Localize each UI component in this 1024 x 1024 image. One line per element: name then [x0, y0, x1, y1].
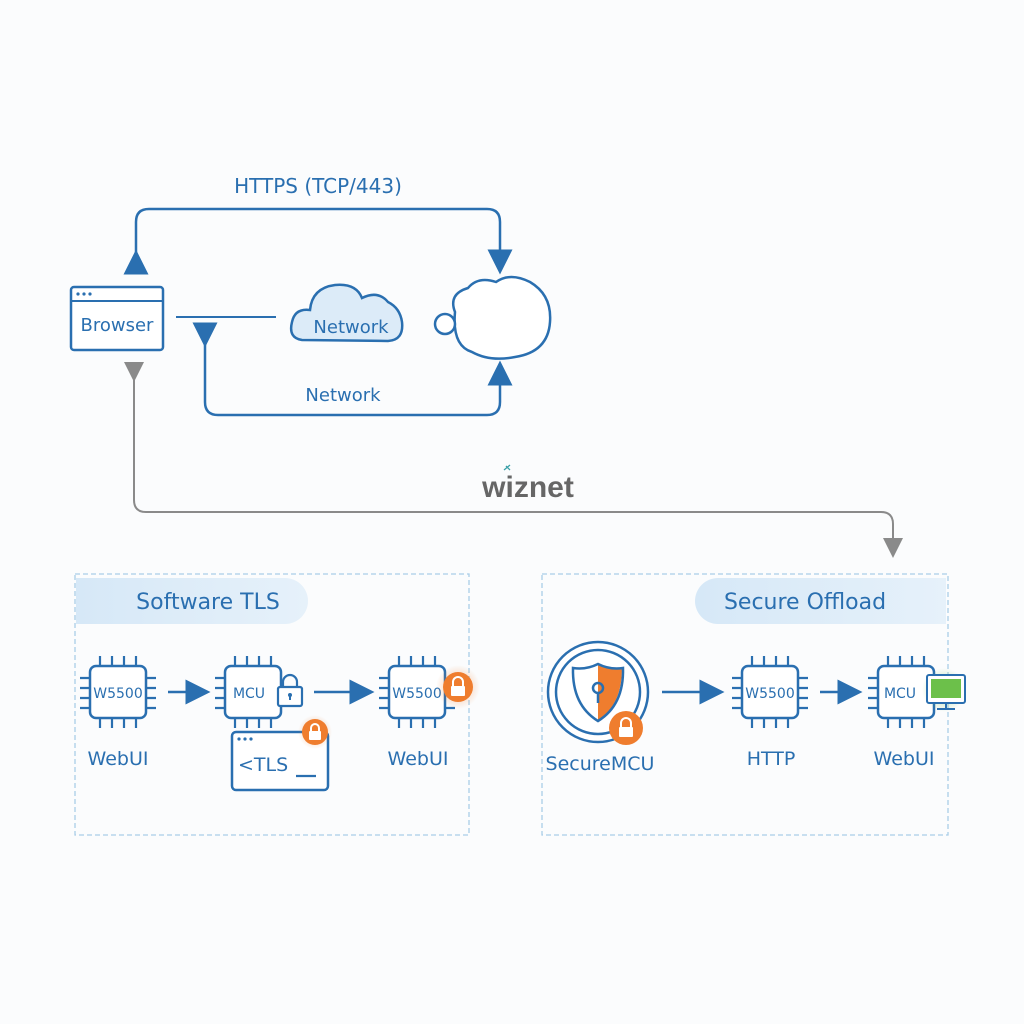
chip-caption: WebUI [874, 748, 935, 770]
network-cloud: Network [289, 283, 404, 343]
orange-lock-badge-icon [298, 715, 332, 749]
lock-icon [276, 673, 304, 708]
browser-label: Browser [81, 315, 155, 336]
panel-title-pill [76, 578, 308, 624]
panel-title: Software TLS [136, 590, 280, 615]
orange-lock-badge-icon [609, 711, 643, 745]
monitor-icon [922, 668, 966, 712]
panel-title-pill [695, 578, 946, 624]
secure-offload-panel: Secure Offload SecureMCU W5500 HTTP [541, 573, 966, 836]
wiznet-logo: wiznet [481, 464, 574, 504]
mcu-chip: MCU [868, 656, 936, 728]
gray-connector [124, 362, 903, 558]
svg-text:MCU: MCU [884, 686, 916, 702]
panel-title: Secure Offload [724, 590, 886, 615]
https-label: HTTPS (TCP/443) [234, 174, 402, 198]
chip-caption: HTTP [747, 748, 796, 770]
tls-code-window: <TLS [230, 730, 330, 792]
svg-text:W5500: W5500 [93, 686, 142, 702]
svg-text:wiznet: wiznet [481, 471, 574, 504]
browser-window[interactable]: Browser [69, 285, 165, 352]
server-blob-icon [433, 275, 552, 360]
shield-caption: SecureMCU [546, 753, 655, 775]
https-connector [123, 207, 513, 275]
svg-text:<TLS: <TLS [238, 754, 288, 776]
orange-lock-badge-icon [436, 665, 480, 709]
w5500-chip: W5500 [732, 656, 808, 728]
chip-caption: WebUI [388, 748, 449, 770]
return-label: Network [305, 385, 381, 406]
chip-caption: WebUI [88, 748, 149, 770]
svg-text:W5500: W5500 [392, 686, 441, 702]
svg-text:W5500: W5500 [745, 686, 794, 702]
software-tls-panel: Software TLS W5500 WebUI MCU <TLS [74, 573, 480, 836]
svg-text:MCU: MCU [233, 686, 265, 702]
mcu-chip: MCU [215, 656, 283, 728]
w5500-chip: W5500 [80, 656, 156, 728]
cloud-label: Network [313, 317, 389, 338]
